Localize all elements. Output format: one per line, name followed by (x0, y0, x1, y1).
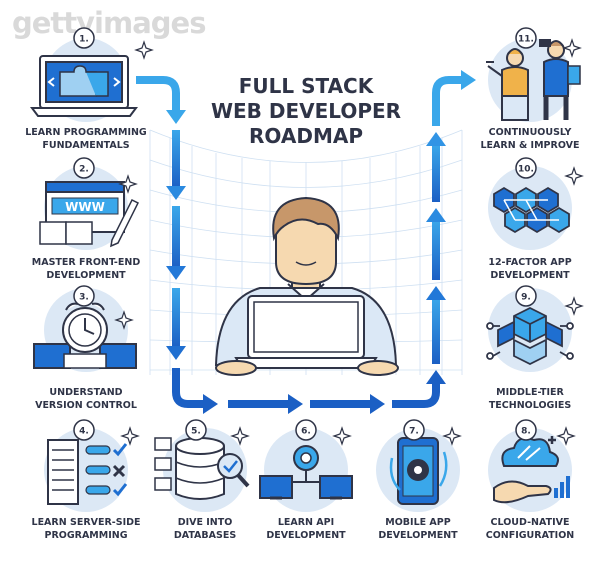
step-7-badge (403, 419, 425, 441)
step-11-line-1: CONTINUOUSLY (488, 127, 572, 138)
step-10-badge (515, 157, 537, 179)
step-1-line-1: LEARN PROGRAMMING (25, 127, 147, 138)
step-3-label: UNDERSTAND VERSION CONTROL (16, 386, 156, 412)
step-9-line-1: MIDDLE-TIER (496, 387, 564, 398)
step-4-line-1: LEARN SERVER-SIDE (31, 517, 141, 528)
step-5-label: DIVE INTO DATABASES (150, 516, 260, 542)
puzzle-laptop-icon (30, 55, 138, 117)
step-1-number: 1. (79, 35, 89, 45)
step-1-line-2: FUNDAMENTALS (42, 140, 130, 151)
step-7-line-1: MOBILE APP (385, 517, 451, 528)
sparkle-decorations (114, 38, 584, 446)
step-2-line-1: MASTER FRONT-END (31, 257, 141, 268)
step-6-number: 6. (301, 427, 311, 437)
hexagon-network-icon (493, 186, 570, 234)
database-magnifier-icon (154, 437, 250, 500)
step-5-number: 5. (191, 427, 201, 437)
step-9-badge (515, 285, 537, 307)
step-6-line-2: DEVELOPMENT (266, 530, 346, 541)
step-10-number: 10. (518, 165, 534, 175)
step-2-line-2: DEVELOPMENT (46, 270, 126, 281)
step-3-line-2: VERSION CONTROL (35, 400, 137, 411)
page-title: FULL STACK WEB DEVELOPER ROADMAP (196, 74, 416, 149)
title-line-3: ROADMAP (249, 124, 363, 148)
step-9-number: 9. (521, 293, 531, 303)
step-7-line-2: DEVELOPMENT (378, 530, 458, 541)
title-line-2: WEB DEVELOPER (210, 99, 402, 123)
step-11-badge (515, 27, 537, 49)
step-6-badge (295, 419, 317, 441)
step-number-badges: 1. 2. 3. 4. 5. 6. 7. 8. 9. 10. 11. (73, 27, 537, 441)
step-5-line-1: DIVE INTO (177, 517, 233, 528)
cubes-network-icon (486, 306, 574, 366)
flow-arrows (136, 70, 476, 414)
step-2-badge (73, 157, 95, 179)
step-9-line-2: TECHNOLOGIES (488, 400, 572, 411)
step-6-line-1: LEARN API (277, 517, 335, 528)
step-8-line-1: CLOUD-NATIVE (490, 517, 570, 528)
step-10-label: 12-FACTOR APP DEVELOPMENT (460, 256, 600, 282)
step-10-line-2: DEVELOPMENT (490, 270, 570, 281)
title-line-1: FULL STACK (238, 74, 374, 98)
step-4-badge (73, 419, 95, 441)
step-3-number: 3. (79, 293, 89, 303)
developer-laptop-icon (214, 196, 399, 376)
step-4-number: 4. (79, 427, 89, 437)
step-5-badge (185, 419, 207, 441)
step-2-number: 2. (79, 165, 89, 175)
step-8-badge (515, 419, 537, 441)
clock-monitors-icon (33, 302, 137, 369)
www-browser-pencil-icon: WWW (39, 181, 140, 248)
cloud-hand-icon (493, 436, 570, 504)
step-1-badge (73, 27, 95, 49)
step-11-number: 11. (518, 35, 534, 45)
people-binoculars-icon (486, 39, 581, 121)
step-7-number: 7. (409, 427, 419, 437)
step-11-line-2: LEARN & IMPROVE (480, 140, 580, 151)
step-3-line-1: UNDERSTAND (49, 387, 123, 398)
svg-text:WWW: WWW (65, 200, 105, 214)
step-9-label: MIDDLE-TIER TECHNOLOGIES (460, 386, 600, 412)
step-8-label: CLOUD-NATIVE CONFIGURATION (470, 516, 590, 542)
api-gear-monitors-icon (259, 445, 353, 500)
step-2-label: MASTER FRONT-END DEVELOPMENT (16, 256, 156, 282)
watermark: gettyimages (12, 6, 206, 40)
step-5-line-2: DATABASES (173, 530, 237, 541)
server-checklist-icon (47, 439, 128, 505)
mobile-phone-gear-icon (389, 437, 448, 505)
step-6-label: LEARN API DEVELOPMENT (251, 516, 361, 542)
step-3-badge (73, 285, 95, 307)
step-4-label: LEARN SERVER-SIDE PROGRAMMING (16, 516, 156, 542)
step-8-number: 8. (521, 427, 531, 437)
step-10-line-1: 12-FACTOR APP (488, 257, 572, 268)
step-8-line-2: CONFIGURATION (485, 530, 575, 541)
step-7-label: MOBILE APP DEVELOPMENT (361, 516, 475, 542)
step-1-label: LEARN PROGRAMMING FUNDAMENTALS (16, 126, 156, 152)
step-4-line-2: PROGRAMMING (44, 530, 128, 541)
step-11-label: CONTINUOUSLY LEARN & IMPROVE (460, 126, 600, 152)
